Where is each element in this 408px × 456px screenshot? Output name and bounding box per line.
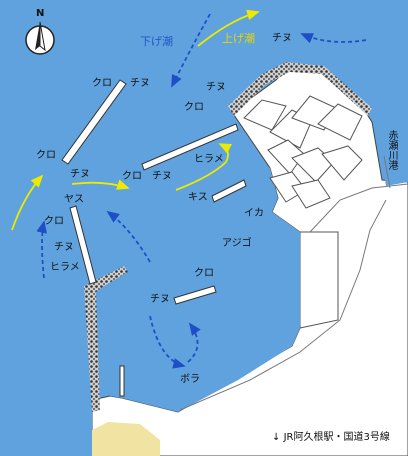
rock-revetment-left [84,266,128,412]
fish-label: クロ [44,216,64,227]
beach [92,422,160,456]
north-label: N [36,8,45,19]
fish-label: チヌ [152,171,172,182]
fish-label: クロ [184,102,204,113]
fish-label: チヌ [150,294,170,305]
fish-label: ボラ [180,374,200,385]
fish-label: チヌ [54,242,74,253]
fish-label: クロ [194,268,214,279]
fish-label: チヌ [70,169,90,180]
arrow-icon: ↓ [272,432,284,443]
fish-label: チヌ [272,33,292,44]
station-text: JR阿久根駅・国道3号線 [283,432,390,443]
river-road [383,155,391,189]
pier-left [69,205,97,285]
flood-arrows [11,9,260,231]
fish-label: チヌ [130,78,150,89]
inland-road [179,199,387,411]
north-arrow-icon [25,21,55,55]
fish-label: クロ [122,171,142,182]
fish-label: ヒラメ [194,154,224,165]
fish-label: アジゴ [222,238,252,249]
jetty-mid [141,123,239,171]
spur [119,365,125,397]
rock-revetment-top [228,62,372,116]
breakwater-offshore [61,79,127,165]
jetty-inner [173,285,217,305]
fish-label: キス [188,192,208,203]
shore-sea [0,400,92,456]
flood-current-label: 上げ潮 [222,32,255,45]
fish-label: イカ [244,208,264,219]
fish-label: ヒラメ [50,262,80,273]
station-label: ↓ JR阿久根駅・国道3号線 [272,432,390,444]
ebb-arrows [36,13,367,369]
fish-label: クロ [92,78,112,89]
river-inlet [380,146,408,186]
river-port-label: 赤瀬川港 [386,130,397,170]
fish-label: クロ [36,150,56,161]
jetty-kisu [211,179,247,203]
ebb-current-label: 下げ潮 [140,35,173,48]
fish-label: ヤス [64,194,84,205]
fish-label: チヌ [206,82,226,93]
